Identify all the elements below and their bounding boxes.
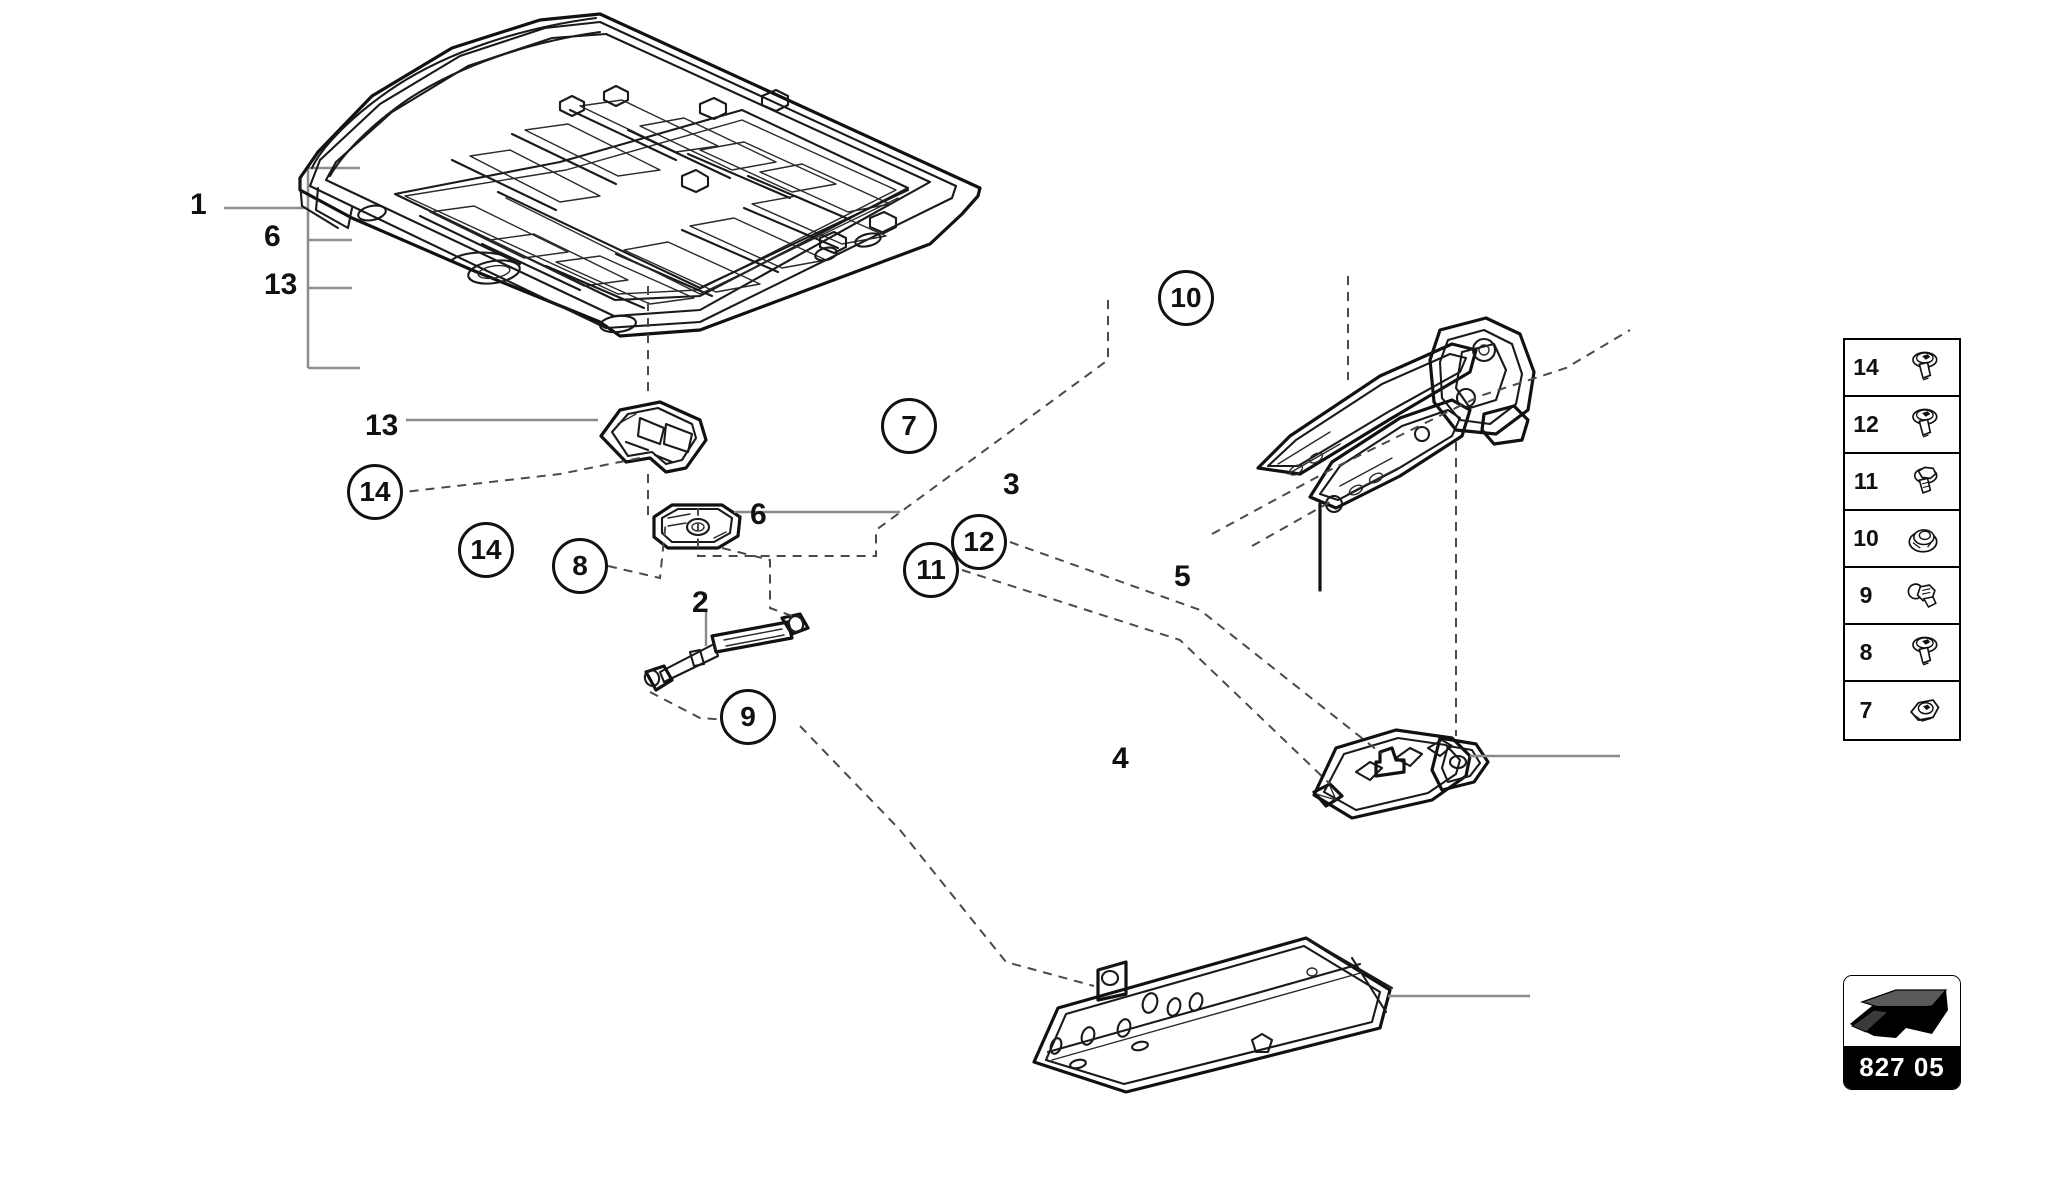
callout-1-hood-panel[interactable]: 1: [190, 188, 207, 221]
cage-nut-icon: [1887, 682, 1959, 739]
callout-13-retainer-top[interactable]: 13: [264, 268, 298, 301]
legend-row-7[interactable]: 7: [1845, 682, 1959, 739]
legend-row-8[interactable]: 8: [1845, 625, 1959, 682]
callout-13-retainer[interactable]: 13: [365, 409, 399, 442]
flanged-screw-icon: [1887, 397, 1959, 452]
callout-11-bolt[interactable]: 11: [903, 542, 959, 598]
legend-number: 8: [1859, 639, 1873, 665]
legend-number: 9: [1859, 582, 1873, 608]
legend-number: 11: [1853, 468, 1879, 494]
fastener-legend-table: 14 12 11 10 9 8 7: [1843, 338, 1961, 741]
callout-6-bracket-top[interactable]: 6: [264, 220, 281, 253]
part-lower-closing-panel: [1032, 936, 1394, 1094]
legend-number: 7: [1859, 697, 1873, 723]
callout-6-strut-bracket[interactable]: 6: [750, 498, 767, 531]
callout-8-screw[interactable]: 8: [552, 538, 608, 594]
legend-number: 12: [1853, 411, 1879, 437]
callout-14-lower[interactable]: 14: [458, 522, 514, 578]
part-hood-hinge: [1256, 316, 1536, 514]
callout-9-ball-stud[interactable]: 9: [720, 689, 776, 745]
flange-nut-icon: [1887, 511, 1959, 566]
diagram-code-badge: 827 05: [1843, 975, 1961, 1090]
hex-flange-bolt-icon: [1887, 454, 1959, 509]
hood-panel-icon: [1844, 976, 1960, 1048]
legend-row-9[interactable]: 9: [1845, 568, 1959, 625]
callout-12-screw[interactable]: 12: [951, 514, 1007, 570]
leader-lines: [406, 418, 1620, 998]
flanged-screw-icon: [1887, 340, 1959, 395]
legend-row-14[interactable]: 14: [1845, 340, 1959, 397]
flanged-screw-icon: [1887, 625, 1959, 680]
part-hood-retainer-clip: [599, 400, 708, 474]
part-gas-strut: [643, 612, 810, 692]
callout-14-left[interactable]: 14: [347, 464, 403, 520]
legend-row-12[interactable]: 12: [1845, 397, 1959, 454]
legend-number: 10: [1853, 525, 1879, 551]
ball-stud-icon: [1887, 568, 1959, 623]
part-striker-support-bracket: [1312, 728, 1490, 820]
callout-4-lower-panel[interactable]: 4: [1112, 742, 1129, 775]
callout-5-striker-support[interactable]: 5: [1174, 560, 1191, 593]
legend-row-11[interactable]: 11: [1845, 454, 1959, 511]
part-hood-outer-panel: [298, 12, 982, 338]
diagram-code-text: 827 05: [1844, 1046, 1960, 1089]
callout-7-nut[interactable]: 7: [881, 398, 937, 454]
legend-row-10[interactable]: 10: [1845, 511, 1959, 568]
callout-10-nut[interactable]: 10: [1158, 270, 1214, 326]
part-strut-mounting-bracket: [652, 503, 742, 550]
callout-2-gas-strut[interactable]: 2: [692, 586, 709, 619]
legend-number: 14: [1853, 354, 1879, 380]
assembly-reference-lines: [403, 276, 1631, 987]
callout-3-hinge[interactable]: 3: [1003, 468, 1020, 501]
